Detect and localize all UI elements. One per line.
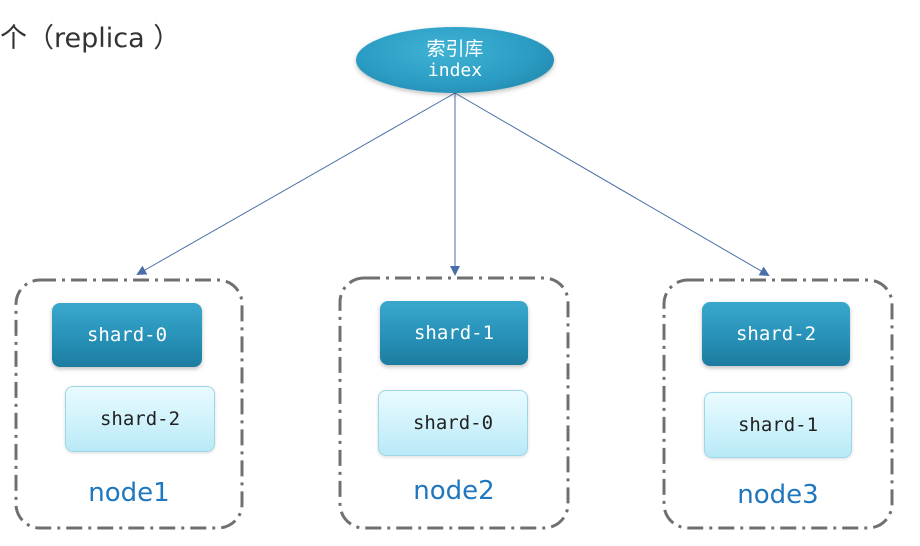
primary-shard: shard-0 <box>52 303 202 367</box>
node-box-node1: shard-0 shard-2 node1 <box>14 278 244 530</box>
node-box-node3: shard-2 shard-1 node3 <box>662 278 894 530</box>
node-border <box>338 276 570 530</box>
node-box-node2: shard-1 shard-0 node2 <box>338 276 570 530</box>
replica-shard: shard-2 <box>65 386 215 452</box>
node-label: node1 <box>88 478 170 508</box>
replica-shard: shard-0 <box>378 390 528 456</box>
primary-shard: shard-1 <box>380 301 528 365</box>
index-node: 索引库 index <box>356 27 554 93</box>
index-label-cn: 索引库 <box>426 38 484 60</box>
primary-shard: shard-2 <box>702 302 850 366</box>
edge-index-node1 <box>136 92 456 275</box>
index-label-en: index <box>427 60 483 81</box>
node-label: node3 <box>737 480 819 510</box>
heading-text: 个（replica ） <box>0 23 181 54</box>
node-border <box>662 278 894 530</box>
node-label: node2 <box>413 476 495 506</box>
node-border <box>14 278 244 530</box>
edge-index-node3 <box>454 92 770 277</box>
replica-shard: shard-1 <box>704 392 852 458</box>
